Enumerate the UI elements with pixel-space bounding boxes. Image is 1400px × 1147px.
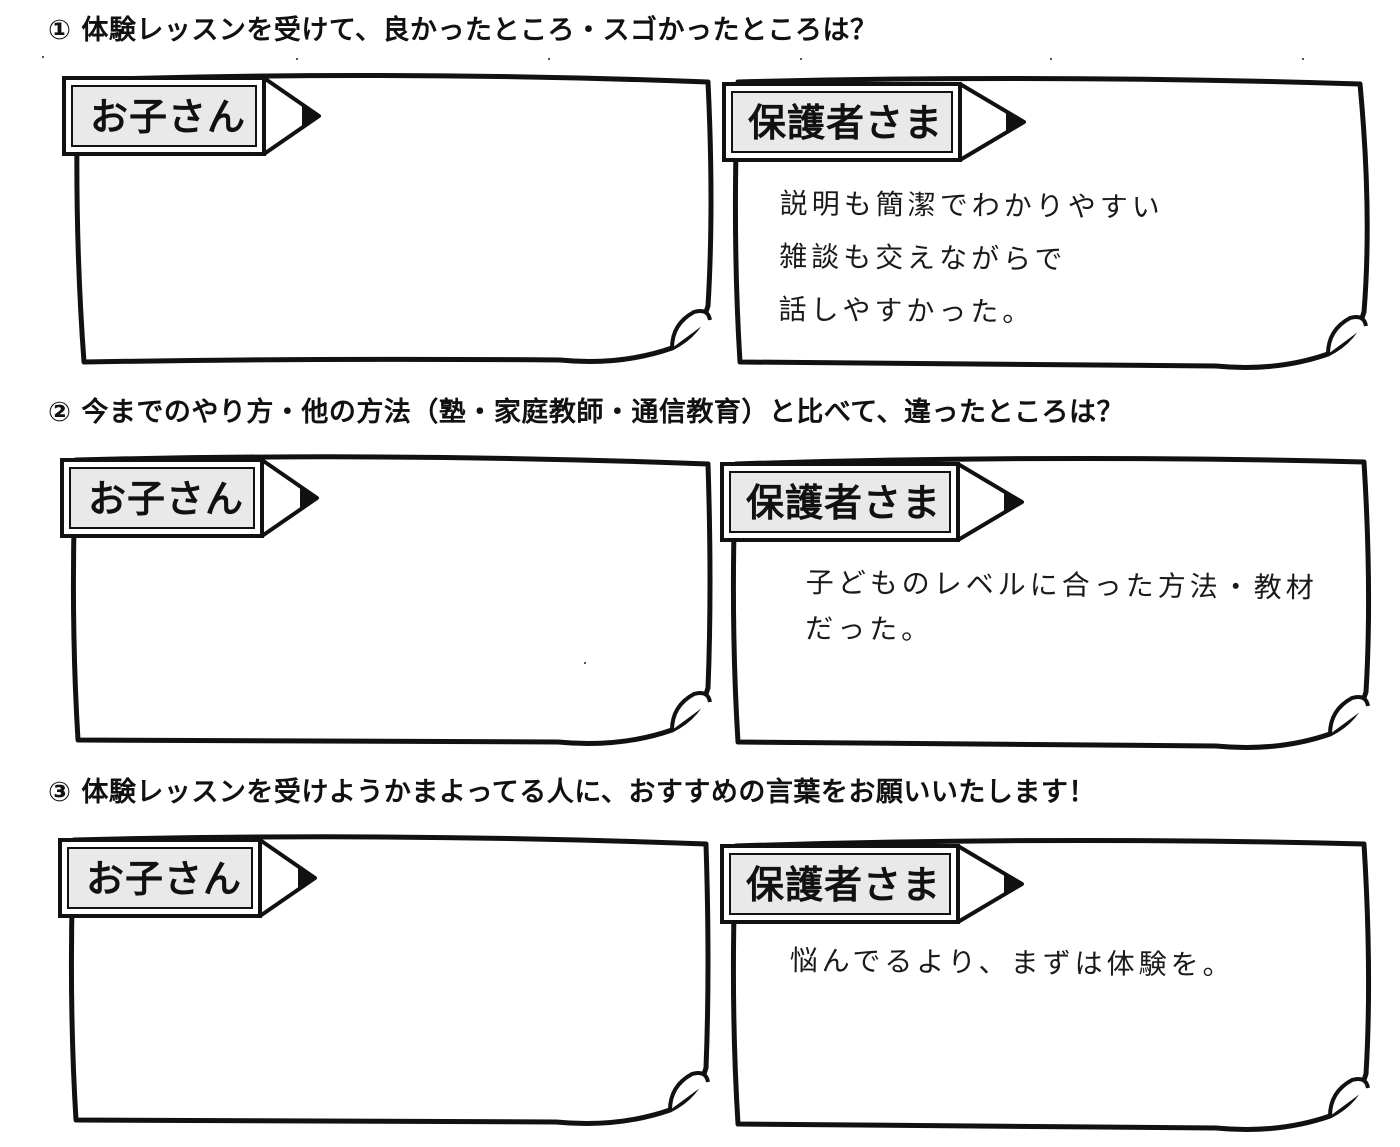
parent-label: 保護者さま [747,101,943,145]
question-3-text: 体験レッスンを受けようかまよってる人に、おすすめの言葉をお願いいたします！ [81,777,1096,808]
parent-label-tag: 保護者さま [720,462,1024,544]
parent-label: 保護者さま [745,863,941,907]
question-1-text: 体験レッスンを受けて、良かったところ・スゴかったところは？ [81,15,878,46]
q2-parent-answer: 子どものレベルに合った方法・教材 だった。 [805,565,1318,647]
question-2-number: ② [48,397,72,428]
note-frame [70,454,713,746]
question-1-heading: ① 体験レッスンを受けて、良かったところ・スゴかったところは？ [48,8,878,47]
child-label: お子さん [89,95,246,139]
child-label: お子さん [85,857,242,901]
child-label: お子さん [87,477,244,521]
question-2-heading: ② 今までのやり方・他の方法（塾・家庭教師・通信教育）と比べて、違ったところは？ [48,390,1124,429]
q1-parent-answer: 説明も簡潔でわかりやすい 雑談も交えながらで 話しやすかった。 [778,186,1164,329]
scan-speck [548,58,550,60]
question-3-heading: ③ 体験レッスンを受けようかまよってる人に、おすすめの言葉をお願いいたします！ [48,770,1096,809]
q1-parent-card: 保護者さま 説明も簡潔でわかりやすい 雑談も交えながらで 話しやすかった。 [720,72,1370,372]
q3-child-card: お子さん [56,828,711,1128]
note-frame [730,837,1372,1132]
scan-speck [42,56,44,58]
note-frame [730,455,1372,750]
child-label-tag: お子さん [60,458,319,540]
scan-speck [296,58,298,60]
scan-speck [1050,58,1052,60]
q2-child-card: お子さん [58,448,713,748]
q3-parent-card: 保護者さま 悩んでるより、まずは体験を。 [718,834,1372,1134]
note-frame [732,75,1370,370]
scan-speck [800,58,802,60]
question-1-number: ① [48,15,72,46]
q1-child-card: お子さん [60,66,714,366]
child-label-tag: お子さん [58,838,317,920]
scan-speck [584,662,586,664]
note-frame [68,834,711,1126]
question-3-number: ③ [48,777,72,808]
q3-parent-answer: 悩んでるより、まずは体験を。 [789,943,1235,982]
parent-label-tag: 保護者さま [722,82,1026,164]
parent-label-tag: 保護者さま [720,844,1024,926]
parent-label: 保護者さま [745,481,941,525]
q2-parent-card: 保護者さま 子どものレベルに合った方法・教材 だった。 [718,452,1372,752]
note-frame [74,72,714,365]
scan-speck [1302,58,1304,60]
question-2-text: 今までのやり方・他の方法（塾・家庭教師・通信教育）と比べて、違ったところは？ [81,397,1124,428]
child-label-tag: お子さん [62,76,321,158]
